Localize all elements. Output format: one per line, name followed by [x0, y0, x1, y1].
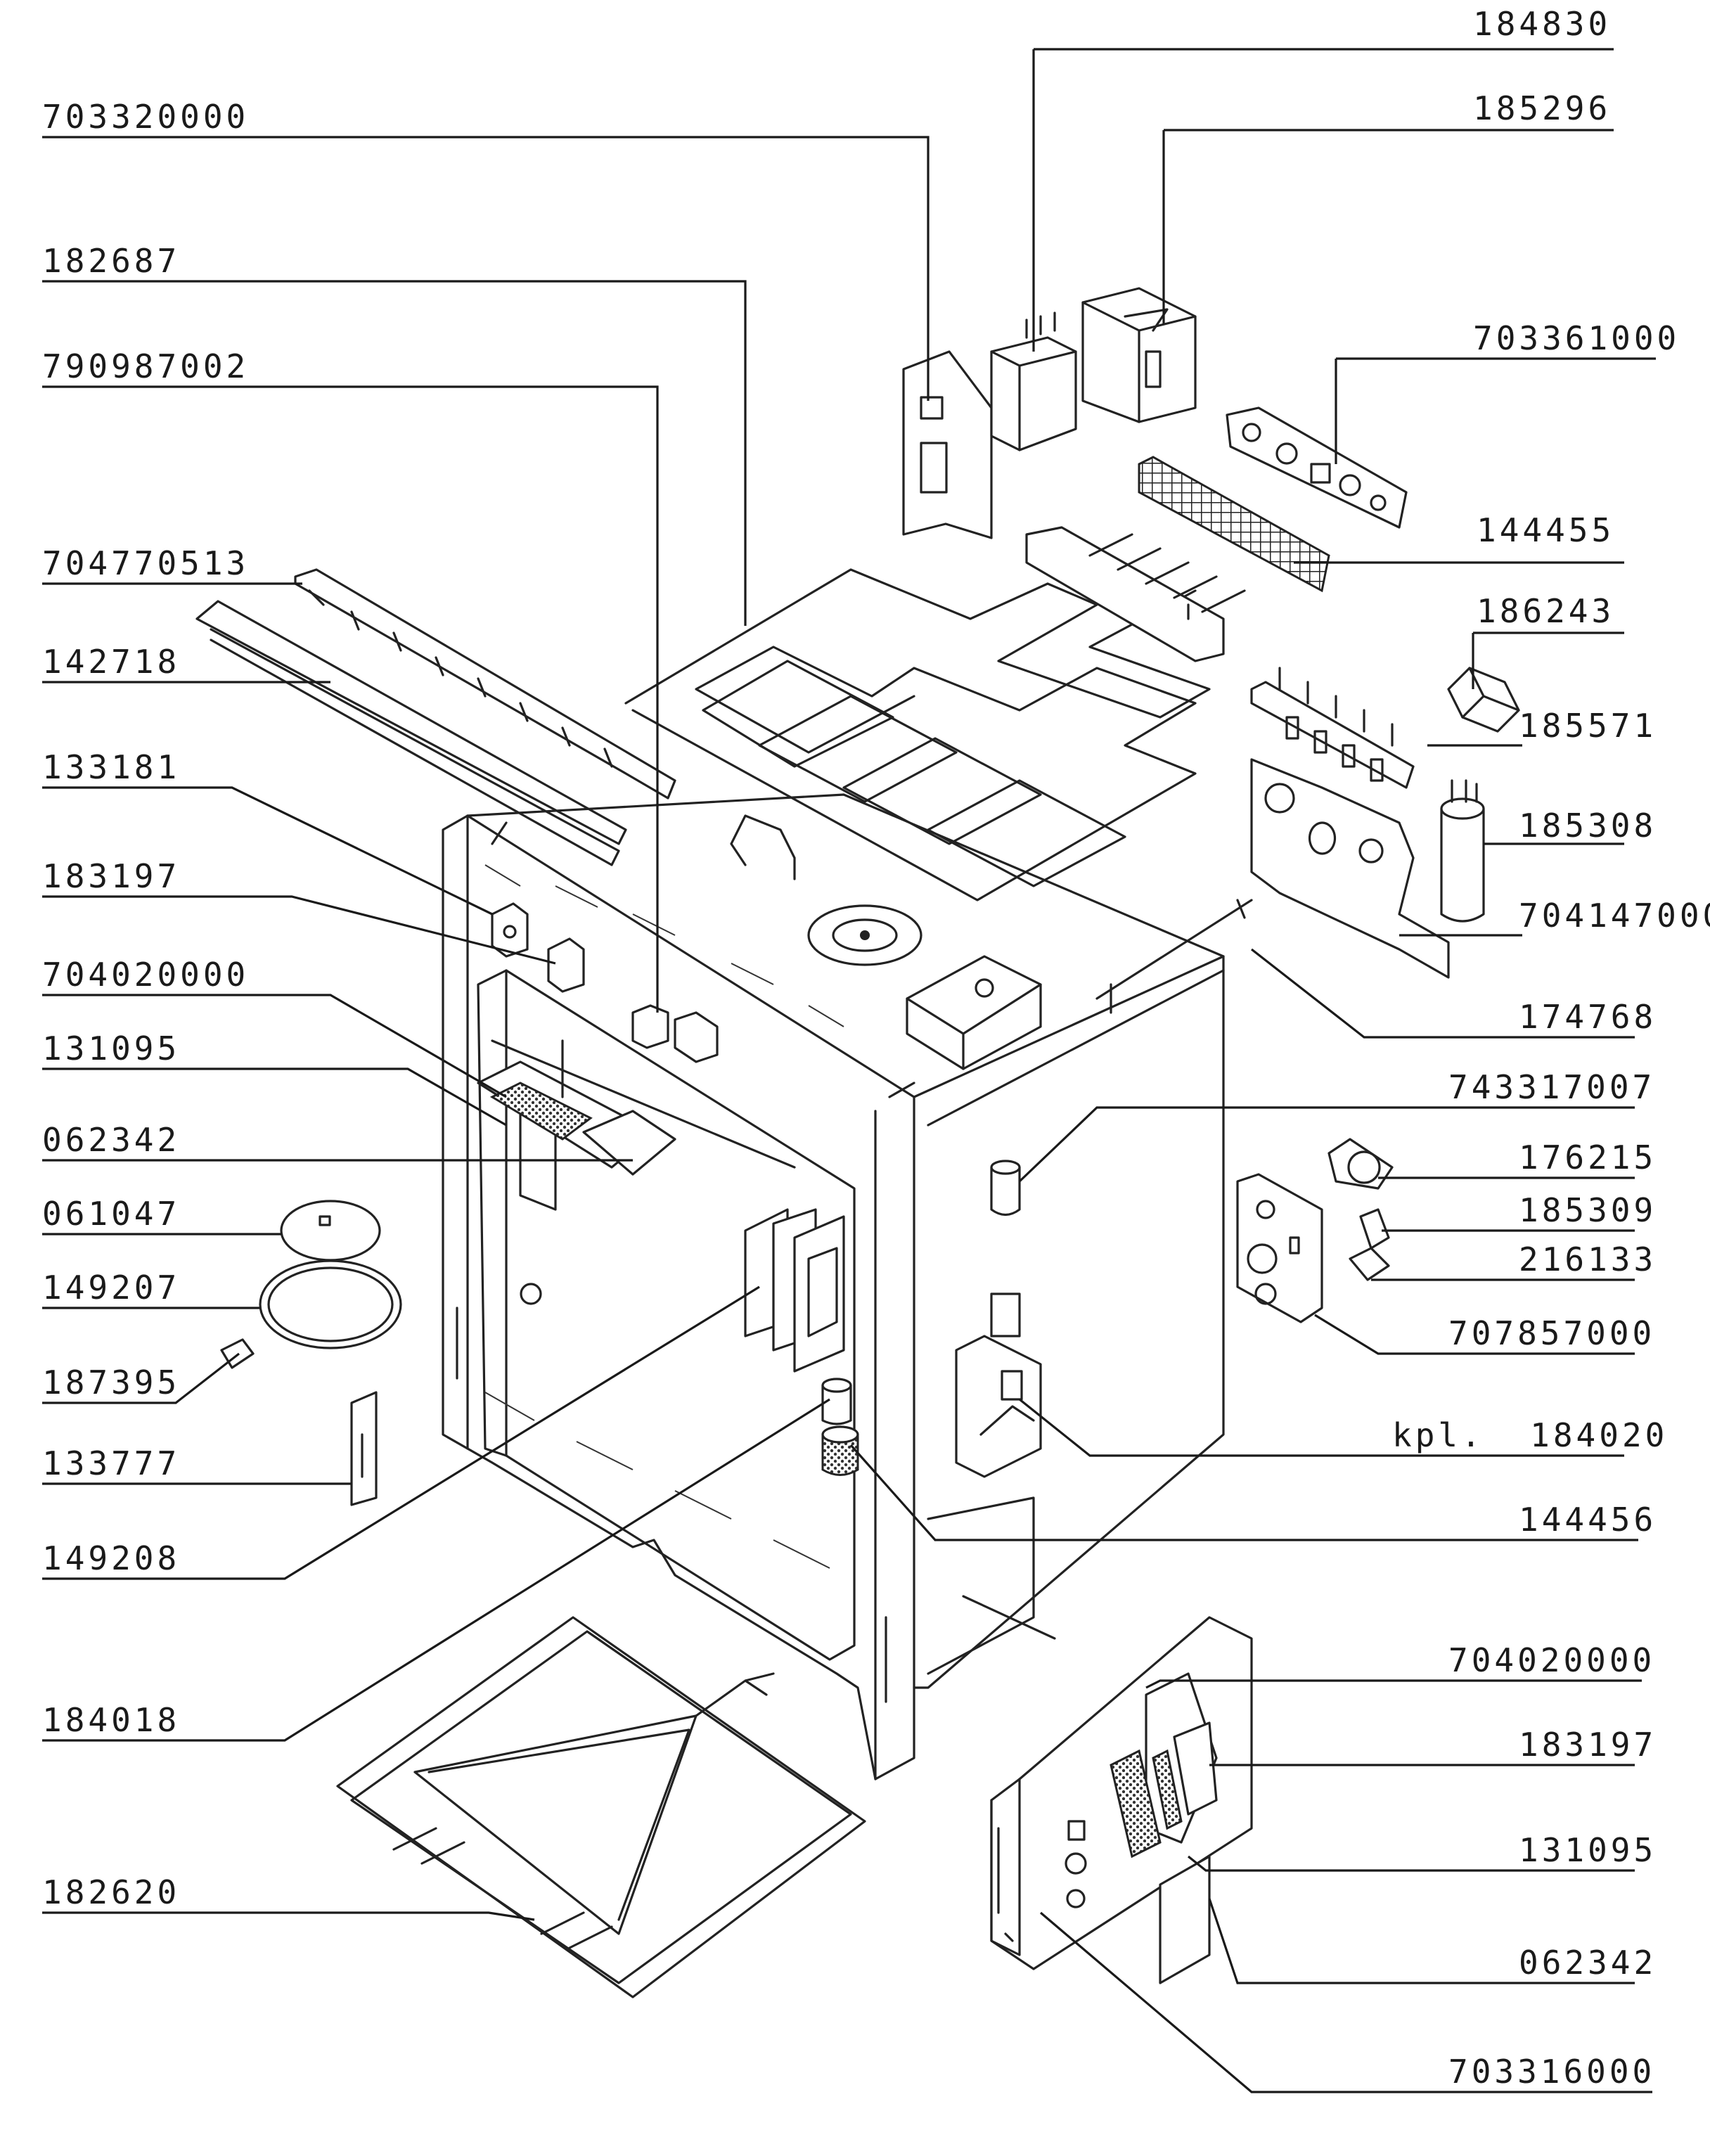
- part-144455-grid: [1138, 456, 1330, 593]
- part-184018-lamp-holder: [821, 1378, 852, 1425]
- label-149207: 149207: [42, 1269, 180, 1307]
- label-184830: 184830: [1473, 5, 1611, 43]
- part-174768-rod: [1095, 899, 1253, 1014]
- label-174768: 174768: [1519, 998, 1657, 1036]
- part-703361000-plate: [1226, 406, 1408, 529]
- label-790987002: 790987002: [42, 347, 249, 385]
- part-704147000-plate: [1250, 758, 1450, 979]
- label-183197-top: 183197: [42, 857, 180, 895]
- label-142718: 142718: [42, 643, 180, 681]
- label-062342-bottom: 062342: [1519, 1944, 1657, 1982]
- label-131095-top: 131095: [42, 1029, 180, 1067]
- part-149207-seal: [259, 1259, 402, 1349]
- label-703361000: 703361000: [1473, 319, 1680, 357]
- part-704020000-bracket-top: [477, 1039, 676, 1176]
- label-184020: kpl. 184020: [1392, 1416, 1668, 1454]
- part-133181-switch: [491, 902, 529, 958]
- part-790987002-bracket: [631, 1004, 719, 1063]
- label-144455: 144455: [1477, 511, 1614, 549]
- part-062342-plate-bottom: [1159, 1855, 1211, 1984]
- label-131095-bottom: 131095: [1519, 1831, 1657, 1869]
- label-183197-bottom: 183197: [1519, 1726, 1657, 1764]
- label-743317007: 743317007: [1448, 1068, 1655, 1106]
- part-184830-relay: [990, 312, 1077, 451]
- part-number-labels: 184830 703320000 185296 182687 790987002…: [42, 5, 1710, 2091]
- oven-cabinet-body: [442, 793, 1225, 1780]
- label-187395: 187395: [42, 1363, 180, 1401]
- part-743317007-cylinder: [990, 1160, 1021, 1217]
- label-182620: 182620: [42, 1873, 180, 1911]
- part-142718-rail: [195, 600, 627, 866]
- part-216133-part: [1349, 1247, 1390, 1281]
- part-704020000-bracket-bottom: [1110, 1672, 1218, 1859]
- part-133777-bracket: [350, 1391, 378, 1506]
- label-216133: 216133: [1519, 1240, 1657, 1278]
- label-704147000: 704147000: [1519, 897, 1710, 935]
- label-185308: 185308: [1519, 807, 1657, 845]
- label-707857000: 707857000: [1448, 1314, 1655, 1352]
- label-186243: 186243: [1477, 592, 1614, 630]
- label-133777: 133777: [42, 1444, 180, 1482]
- label-184018: 184018: [42, 1701, 180, 1739]
- label-704020000-bottom: 704020000: [1448, 1641, 1655, 1679]
- part-185308-capacitor: [1440, 779, 1485, 923]
- label-176215: 176215: [1519, 1138, 1657, 1176]
- label-703316000: 703316000: [1448, 2053, 1655, 2091]
- label-061047: 061047: [42, 1195, 180, 1233]
- leader-lines: [42, 48, 1656, 2093]
- part-176215-thermostat: [1328, 1138, 1394, 1190]
- part-061047-lamp-cover: [280, 1200, 381, 1262]
- part-182687-heating-element: [624, 526, 1246, 901]
- part-184020-assembly: [955, 1292, 1042, 1478]
- label-703320000: 703320000: [42, 98, 249, 136]
- label-704770513: 704770513: [42, 544, 249, 582]
- label-149208: 149208: [42, 1539, 180, 1577]
- label-133181: 133181: [42, 748, 180, 786]
- part-703320000-bracket: [902, 350, 993, 539]
- part-144456-lamp: [821, 1425, 859, 1476]
- label-182687: 182687: [42, 242, 180, 280]
- part-704770513-rail: [294, 568, 676, 800]
- label-704020000-top: 704020000: [42, 956, 249, 994]
- part-183197-switch: [547, 937, 585, 993]
- label-185296: 185296: [1473, 89, 1611, 127]
- label-062342-top: 062342: [42, 1121, 180, 1159]
- part-182620-bottom-element: [336, 1616, 866, 1998]
- part-185309-switch: [1359, 1208, 1390, 1250]
- part-149208-frame: [744, 1208, 845, 1373]
- part-186243-connector: [1447, 667, 1520, 733]
- part-185571-terminal-block: [1250, 667, 1415, 789]
- label-185309: 185309: [1519, 1191, 1657, 1229]
- label-185571: 185571: [1519, 707, 1657, 745]
- label-144456: 144456: [1519, 1501, 1657, 1539]
- part-707857000-plate: [1236, 1173, 1323, 1323]
- part-185296-switch: [1081, 287, 1197, 423]
